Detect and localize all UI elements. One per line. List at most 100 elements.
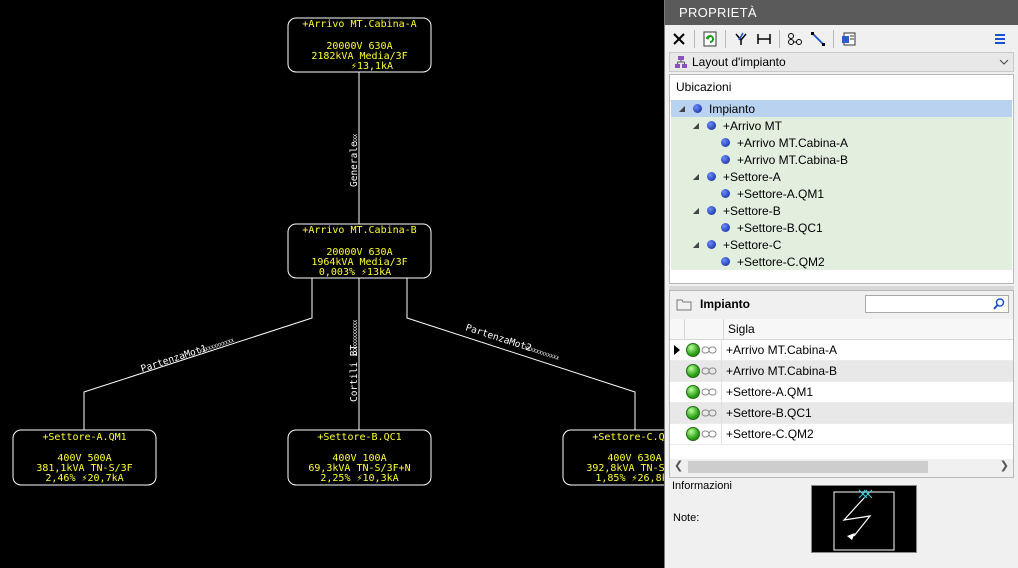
tree-item-label: +Settore-B [723,203,781,218]
wire-partenza-mot2[interactable] [406,278,636,430]
node-line-1: 400V 100A [332,453,386,464]
column-sigla[interactable]: Sigla [728,322,755,336]
tree-item-label: +Settore-C.QM2 [737,254,825,269]
list-header: Impianto [670,291,1013,317]
tree-item-label: +Settore-A [723,169,781,184]
expand-triangle-icon[interactable]: ◢ [692,121,700,130]
location-dot-icon [721,257,730,266]
node-settore-c-qm2[interactable]: +Settore-C.QM2 400V 630A 392,8kVA TN-S/3… [562,429,664,486]
table-row[interactable]: +Settore-A.QM1 [670,382,1013,403]
node-cabina-b[interactable]: +Arrivo MT.Cabina-B 20000V 630A 1964kVA … [287,223,432,279]
tree-item-settore-a[interactable]: ◢ +Settore-A [671,168,1012,185]
tree-item-settore-b[interactable]: ◢ +Settore-B [671,202,1012,219]
row-status [684,361,722,381]
probe-button[interactable] [731,29,751,49]
location-dot-icon [707,206,716,215]
nodes-icon [788,33,802,45]
label-cortili: Cortili BT [349,345,360,402]
tree-item-settore-c[interactable]: ◢ +Settore-C [671,236,1012,253]
status-green-icon [686,364,700,378]
location-dot-icon [707,240,716,249]
diagram-canvas[interactable]: Generale XXX Cortili BT XXXXXXXXXXXX Par… [0,0,664,568]
wire-partenza-mot1[interactable] [83,278,313,430]
tree-item-cabina-a[interactable]: +Arrivo MT.Cabina-A [671,134,1012,151]
menu-button[interactable] [990,29,1010,49]
locations-tree: ◢ Impianto ◢ +Arrivo MT +Arrivo MT.Cabin… [671,100,1012,282]
expand-triangle-icon[interactable]: ◢ [692,206,700,215]
row-sigla: +Settore-A.QM1 [726,385,814,399]
node-settore-b-qc1[interactable]: +Settore-B.QC1 400V 100A 69,3kVA TN-S/3F… [287,429,432,486]
components-grid: Sigla +Arrivo MT.Cabina-A +Arrivo MT.Cab… [670,319,1013,459]
tree-item-impianto[interactable]: ◢ Impianto [671,100,1012,117]
tree-item-cabina-b[interactable]: +Arrivo MT.Cabina-B [671,151,1012,168]
list-title: Impianto [700,297,750,311]
table-row[interactable]: +Arrivo MT.Cabina-B [670,361,1013,382]
close-button[interactable] [669,29,689,49]
tree-item-label: +Settore-B.QC1 [737,220,823,235]
line-button[interactable] [808,29,828,49]
nodes-button[interactable] [785,29,805,49]
properties-button[interactable] [839,29,859,49]
node-line-3: 2,46% ⚡20,7kA [45,473,123,484]
toolbar-separator [779,30,780,48]
search-input[interactable] [865,295,1009,313]
link-icon [701,409,717,417]
table-row[interactable]: +Settore-B.QC1 [670,403,1013,424]
horizontal-scrollbar[interactable]: ❮ ❯ [670,459,1013,475]
panel-splitter[interactable] [669,286,1014,290]
node-line-1: 400V 630A [607,453,661,464]
node-title: +Arrivo MT.Cabina-A [302,19,416,30]
refresh-button[interactable] [700,29,720,49]
info-section: Informazioni Note: [669,480,1014,560]
tree-item-label: +Settore-A.QM1 [737,186,825,201]
tree-item-settore-c-qm2[interactable]: +Settore-C.QM2 [671,253,1012,270]
note-label: Note: [673,512,700,524]
tree-item-settore-a-qm1[interactable]: +Settore-A.QM1 [671,185,1012,202]
scroll-left-icon[interactable]: ❮ [674,459,684,472]
row-indicator [670,361,684,381]
node-cabina-a[interactable]: +Arrivo MT.Cabina-A 20000V 630A 2182kVA … [287,17,432,73]
tree-item-arrivo-mt[interactable]: ◢ +Arrivo MT [671,117,1012,134]
node-line-3: 1,85% ⚡26,8kA [595,473,664,484]
grid-header-status [685,319,724,339]
node-box [287,17,432,73]
expand-triangle-icon[interactable]: ◢ [678,104,686,113]
node-line-1: 20000V 630A [326,247,392,258]
measure-button[interactable] [754,29,774,49]
status-green-icon [686,427,700,441]
tree-item-settore-b-qc1[interactable]: +Settore-B.QC1 [671,219,1012,236]
toolbar-separator [725,30,726,48]
label-partenza-mot1: PartenzaMot1 [140,343,209,375]
expand-triangle-icon[interactable]: ◢ [692,172,700,181]
node-settore-a-qm1[interactable]: +Settore-A.QM1 400V 500A 381,1kVA TN-S/3… [12,429,157,486]
location-dot-icon [693,104,702,113]
tree-item-label: Impianto [709,101,756,116]
tree-item-label: +Arrivo MT.Cabina-A [737,135,849,150]
grid-header-indicator [670,319,685,339]
table-row[interactable]: +Settore-C.QM2 [670,424,1013,445]
toolbar-separator [833,30,834,48]
status-green-icon [686,343,700,357]
node-line-2: 392,8kVA TN-S/3F [586,463,664,474]
location-dot-icon [721,155,730,164]
node-line-2: 69,3kVA TN-S/3F+N [308,463,410,474]
menu-icon [995,34,1005,44]
components-list-panel: Impianto Sigla +Arrivo MT.Cabina-A +Arri… [669,290,1014,478]
toolbar-separator [694,30,695,48]
tree-item-label: +Arrivo MT.Cabina-B [737,152,849,167]
layout-select[interactable]: Layout d'impianto [669,52,1014,72]
scroll-right-icon[interactable]: ❯ [999,459,1009,472]
search-icon[interactable] [992,297,1006,311]
label-generale-code: XXX [353,134,359,143]
probe-icon [735,32,747,45]
link-icon [701,430,717,438]
label-generale: Generale [349,141,360,187]
single-line-diagram: Generale XXX Cortili BT XXXXXXXXXXXX Par… [12,17,664,486]
panel-title: PROPRIETÀ [665,0,1018,25]
node-box [12,429,157,486]
panel-toolbar [669,27,1014,51]
scrollbar-thumb[interactable] [688,461,928,473]
label-partenza-mot2: PartenzaMot2 [464,322,533,354]
table-row[interactable]: +Arrivo MT.Cabina-A [670,340,1013,361]
expand-triangle-icon[interactable]: ◢ [692,240,700,249]
